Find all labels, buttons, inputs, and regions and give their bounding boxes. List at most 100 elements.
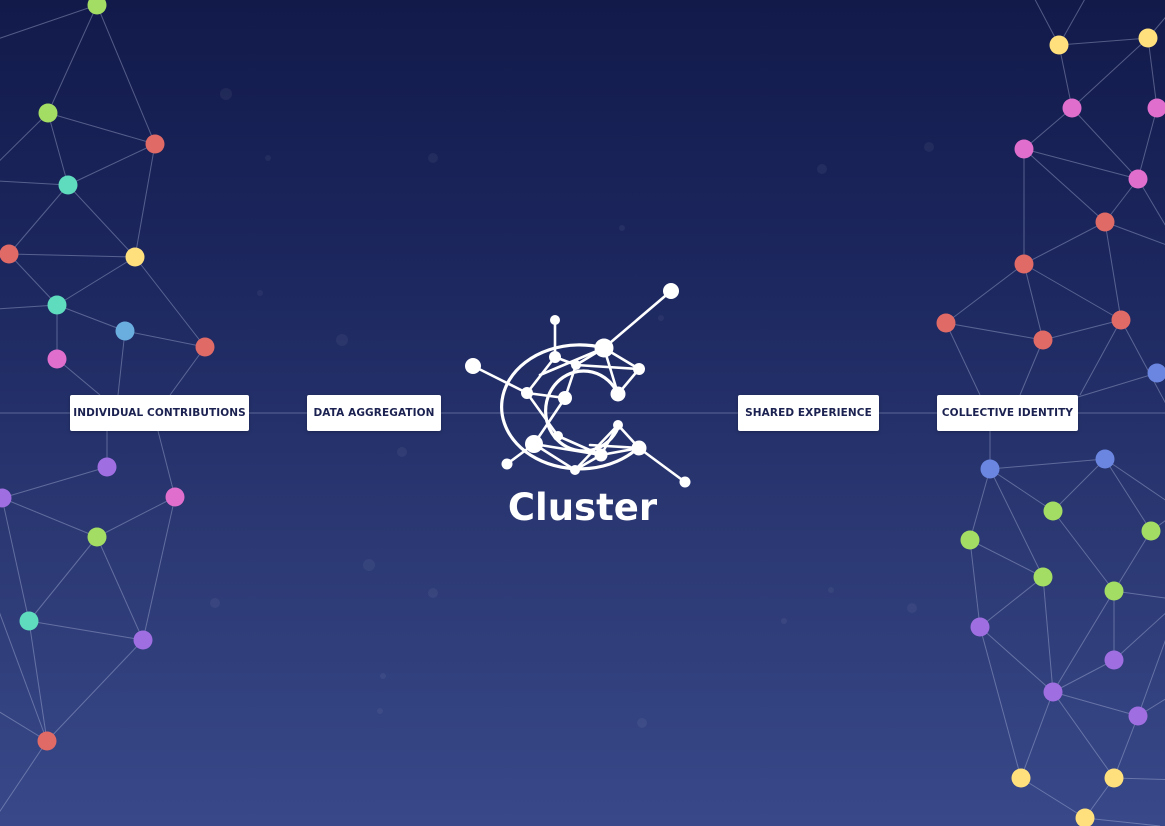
network-edge <box>1023 263 1122 321</box>
network-node-teal <box>47 295 67 315</box>
network-edge <box>134 143 156 258</box>
network-edge <box>1042 576 1054 693</box>
logo-mesh <box>532 396 567 446</box>
network-edge <box>56 304 126 332</box>
network-edge <box>1052 691 1115 779</box>
network-node-pink <box>1128 169 1148 189</box>
brand-wordmark: Cluster <box>507 486 658 529</box>
background-dust-dot <box>210 598 220 608</box>
network-edge <box>989 468 1054 512</box>
logo-spoke <box>471 364 529 395</box>
background-dust-dot <box>619 225 625 231</box>
network-edge <box>1023 263 1044 341</box>
network-node-green <box>87 0 107 15</box>
network-edge <box>28 536 98 622</box>
network-edge <box>1023 107 1073 150</box>
network-edge <box>0 740 48 812</box>
network-node-yellow <box>1011 768 1031 788</box>
network-edge <box>0 112 49 161</box>
logo-node <box>594 338 614 358</box>
label-text: COLLECTIVE IDENTITY <box>941 407 1074 419</box>
network-edge <box>979 576 1044 628</box>
network-edge <box>1084 817 1161 826</box>
logo-mesh <box>538 346 606 377</box>
network-edge <box>989 468 1044 578</box>
network-edge <box>0 612 48 742</box>
network-edge <box>1 497 30 622</box>
network-edge <box>989 458 1106 470</box>
network-node-yellow <box>125 247 145 267</box>
background-dust-dot <box>637 718 647 728</box>
network-node-pink <box>1147 98 1165 118</box>
network-edge <box>96 536 144 641</box>
label-data-aggregation: DATA AGGREGATION <box>307 395 441 431</box>
logo-node <box>663 283 679 299</box>
network-edge <box>1023 221 1106 265</box>
network-edge <box>47 4 98 114</box>
network-edge <box>1104 458 1152 532</box>
network-node-blue <box>115 321 135 341</box>
network-edge <box>1113 715 1139 779</box>
network-edge <box>0 711 48 742</box>
logo-node <box>521 387 533 399</box>
network-edge <box>1113 777 1165 781</box>
network-edge <box>8 253 58 306</box>
network-edge <box>1034 0 1060 46</box>
background-dust-dot <box>781 618 787 624</box>
network-node-yellow <box>1104 768 1124 788</box>
background-dust <box>210 88 934 728</box>
network-edge <box>8 253 136 258</box>
network-edge <box>1104 458 1165 501</box>
network-edge <box>67 143 156 186</box>
network-node-green <box>960 530 980 550</box>
background-dust-dot <box>220 88 232 100</box>
network-edge <box>1071 37 1149 109</box>
network-edge <box>1104 221 1122 321</box>
network-edge <box>1071 107 1139 180</box>
network-node-purple <box>970 617 990 637</box>
network-edge <box>96 496 176 538</box>
network-node-pink <box>1062 98 1082 118</box>
network-node-pink <box>47 349 67 369</box>
background-dust-dot <box>428 153 438 163</box>
network-edge <box>1020 691 1054 779</box>
logo-node <box>525 435 543 453</box>
network-edge <box>0 180 69 186</box>
network-edge <box>1019 339 1044 396</box>
network-edge <box>1052 510 1115 592</box>
network-edge <box>157 430 176 498</box>
network-node-periwinkle <box>980 459 1000 479</box>
network-node-green <box>87 527 107 547</box>
network-node-periwinkle <box>1095 449 1115 469</box>
network-node-pink <box>1014 139 1034 159</box>
background-dust-dot <box>907 603 917 613</box>
network-edge <box>0 4 98 39</box>
network-edge <box>96 4 156 145</box>
network-edge <box>1020 777 1086 819</box>
logo-node <box>570 465 580 475</box>
network-edge <box>47 112 69 186</box>
network-edge <box>28 620 144 641</box>
background-dust-dot <box>817 164 827 174</box>
network-edge <box>1 466 108 499</box>
network-edge <box>1042 319 1122 341</box>
background-dust-dot <box>924 142 934 152</box>
label-collective-identity: COLLECTIVE IDENTITY <box>937 395 1078 431</box>
network-node-purple <box>1043 682 1063 702</box>
logo-node <box>558 391 572 405</box>
network-node-red <box>1014 254 1034 274</box>
network-node-yellow <box>1075 808 1095 826</box>
network-edge <box>1137 107 1158 180</box>
network-edge <box>1113 530 1152 592</box>
network-edge <box>56 256 136 306</box>
network-edge <box>969 539 1044 578</box>
network-node-red <box>0 244 19 264</box>
network-edge <box>1052 691 1139 717</box>
background-dust-dot <box>428 588 438 598</box>
network-edge <box>47 112 156 145</box>
network-node-yellow <box>1049 35 1069 55</box>
background-dust-dot <box>377 708 383 714</box>
network-edge <box>1113 590 1165 599</box>
